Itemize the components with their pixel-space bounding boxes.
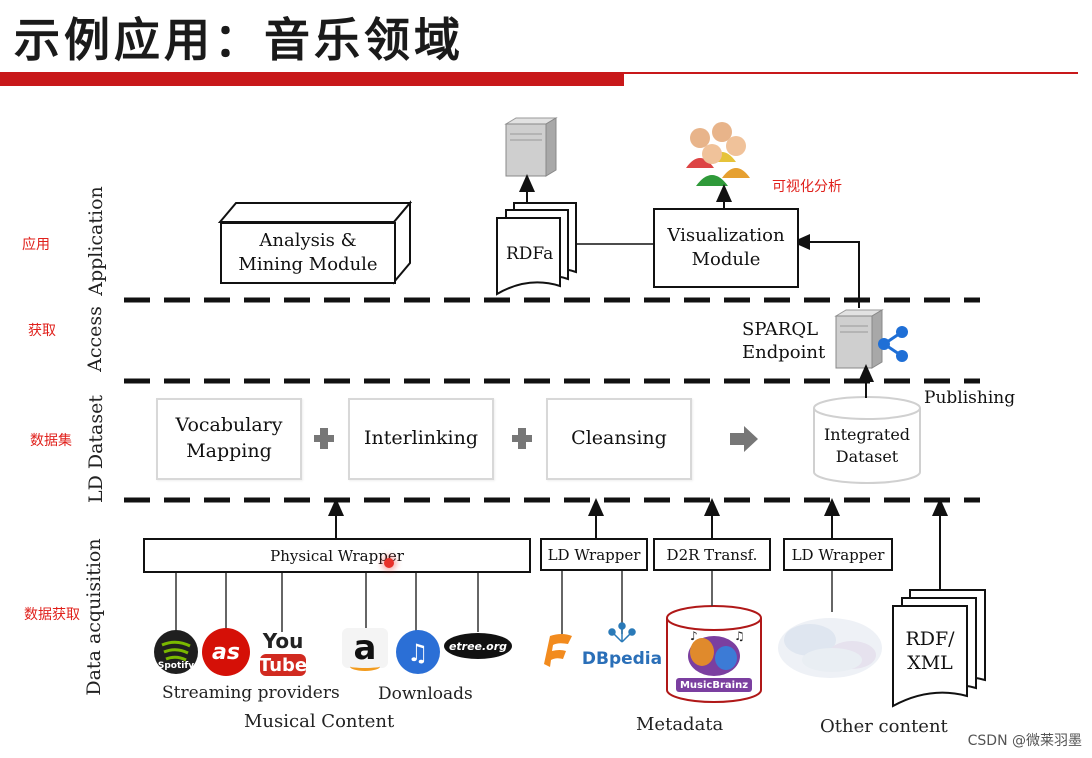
svg-text:♪: ♪ xyxy=(690,629,698,643)
etree-logo-ellipse xyxy=(444,633,512,659)
svg-text:♫: ♫ xyxy=(734,629,745,643)
spotify-logo-circle xyxy=(154,630,198,674)
annotation-access: 获取 xyxy=(28,323,56,339)
plus-icon-2 xyxy=(512,428,532,449)
cleansing-label: Cleansing xyxy=(571,427,667,450)
annotation-app: 应用 xyxy=(22,237,50,253)
itunes-note-icon: ♫ xyxy=(407,639,429,667)
lastfm-logo-text: as xyxy=(212,639,240,665)
dbpedia-network-icon xyxy=(608,622,636,643)
caption-downloads: Downloads xyxy=(378,684,473,704)
sparql-label-line1: SPARQL xyxy=(742,319,819,340)
publishing-label: Publishing xyxy=(924,388,1016,408)
ld-wrapper-box-1: LD Wrapper xyxy=(540,538,648,571)
watermark: CSDN @微莱羽墨 xyxy=(967,733,1082,749)
analysis-box-top xyxy=(217,202,413,223)
arrow-sparql-to-viz xyxy=(792,234,860,308)
annotation-acquisition: 数据获取 xyxy=(24,607,80,623)
page-title: 示例应用：音乐领域 xyxy=(14,13,464,67)
caption-other-content: Other content xyxy=(820,716,948,737)
vocab-label-line1: Vocabulary xyxy=(175,414,283,437)
caption-musical-content: Musical Content xyxy=(244,711,395,732)
plus-icon-1 xyxy=(314,428,334,449)
title-underline-thin xyxy=(624,72,1078,74)
flag-logo-icon xyxy=(544,634,572,667)
analysis-label-line2: Mining Module xyxy=(238,254,378,275)
youtube-logo: You Tube xyxy=(258,629,308,678)
server-icon-sparql xyxy=(834,309,884,369)
musicbrainz-brain-icon: ♪ ♫ xyxy=(688,629,745,676)
amazon-smile-icon xyxy=(350,662,380,671)
rdf-xml-label: RDF/ XML xyxy=(893,628,967,676)
sparql-endpoint-label: SPARQL Endpoint xyxy=(742,318,825,365)
right-arrow-icon xyxy=(730,426,758,452)
youtube-logo-top: You xyxy=(262,629,304,653)
annotation-dataset: 数据集 xyxy=(30,433,72,449)
rdfa-document-stack xyxy=(496,202,577,296)
spotify-logo-text: Spotify xyxy=(157,661,195,671)
etree-logo-text: etree.org xyxy=(448,639,508,653)
rdf-xml-document-stack xyxy=(892,589,986,708)
youtube-logo-bottom: Tube xyxy=(258,654,308,676)
integrated-dataset-label: Integrated Dataset xyxy=(814,424,920,467)
dbpedia-logo-text: DBpedia xyxy=(581,649,663,669)
viz-label-line1: Visualization xyxy=(667,224,785,246)
ld-wrapper-box-2: LD Wrapper xyxy=(783,538,893,571)
musicbrainz-logo-text: MusicBrainz xyxy=(676,678,752,692)
interlinking-label: Interlinking xyxy=(363,427,479,450)
caption-metadata: Metadata xyxy=(636,714,724,735)
users-icon xyxy=(686,122,750,186)
share-network-icon xyxy=(878,326,908,362)
server-icon-rdfa xyxy=(504,117,558,177)
cleansing-box: Cleansing xyxy=(546,398,692,480)
viz-label-line2: Module xyxy=(691,249,761,270)
lastfm-logo-circle xyxy=(202,628,250,676)
other-content-cloud-icon xyxy=(778,618,882,678)
integrated-label-line2: Dataset xyxy=(835,446,899,466)
rdf-label-line1: RDF/ xyxy=(905,628,955,650)
sparql-label-line2: Endpoint xyxy=(742,342,826,364)
integrated-label-line1: Integrated xyxy=(823,425,911,444)
itunes-logo-circle xyxy=(396,630,440,674)
d2r-transf-box: D2R Transf. xyxy=(653,538,771,571)
analysis-mining-module: Analysis & Mining Module xyxy=(220,222,396,284)
spotify-logo-waves xyxy=(161,640,191,662)
physical-wrapper-box: Physical Wrapper xyxy=(143,538,531,573)
caption-streaming-providers: Streaming providers xyxy=(162,683,340,703)
interlinking-box: Interlinking xyxy=(348,398,494,480)
rdf-label-line2: XML xyxy=(907,651,953,674)
rdfa-label: RDFa xyxy=(506,244,554,264)
vocab-label-line2: Mapping xyxy=(186,440,272,462)
annotation-visualization: 可视化分析 xyxy=(772,179,842,195)
analysis-label-line1: Analysis & xyxy=(259,229,357,251)
title-underline-red xyxy=(0,72,624,86)
amazon-logo: a xyxy=(342,628,388,668)
cursor-dot xyxy=(384,558,394,568)
